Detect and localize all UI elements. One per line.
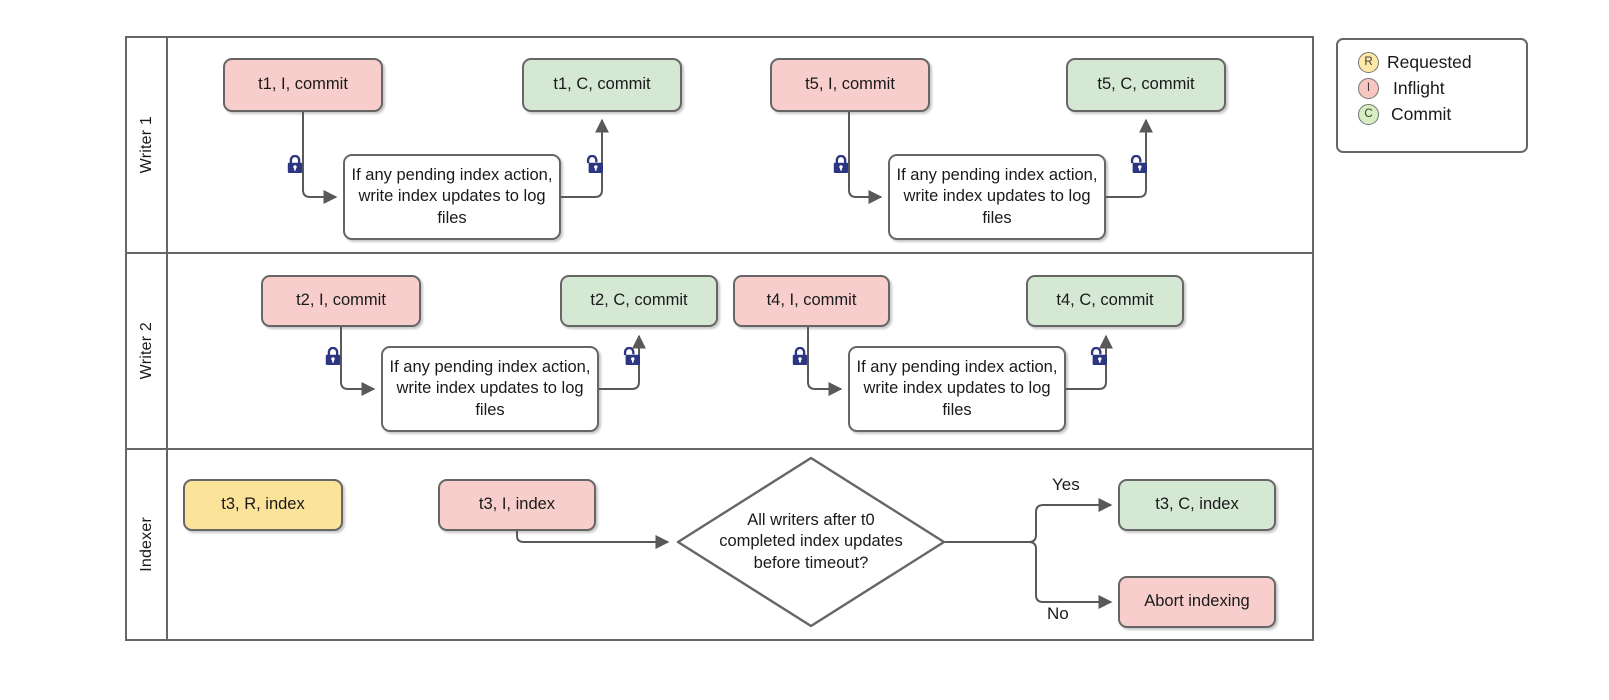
lane-indexer: Indexer t3, R, index t3, I, index t3, C,… (127, 450, 1312, 639)
lane-label-writer-2: Writer 2 (137, 322, 155, 380)
node-indexer-t3-inflight[interactable]: t3, I, index (438, 479, 596, 531)
node-w2-t4-commit[interactable]: t4, C, commit (1026, 275, 1184, 327)
legend-label-requested: Requested (1387, 51, 1472, 72)
badge-commit-icon: C (1358, 103, 1379, 125)
lane-label-indexer: Indexer (137, 517, 155, 572)
edge-label-no: No (1047, 604, 1069, 623)
lane-body-writer-2: t2, I, commit t2, C, commit t4, I, commi… (168, 254, 1312, 448)
node-w1-t1-commit[interactable]: t1, C, commit (522, 58, 682, 112)
node-indexer-t3-commit[interactable]: t3, C, index (1118, 479, 1276, 531)
node-w1-t5-inflight[interactable]: t5, I, commit (770, 58, 930, 112)
lane-header-indexer: Indexer (127, 450, 168, 639)
node-w1-t1-inflight[interactable]: t1, I, commit (223, 58, 383, 112)
node-w1-process-b[interactable]: If any pending index action, write index… (888, 154, 1106, 240)
lock-open-icon (622, 346, 640, 366)
swimlane-frame: Writer 1 t1, I, commit t1, C, commit t5,… (125, 36, 1314, 641)
lock-closed-icon (832, 154, 850, 174)
legend-item-requested: R Requested (1338, 49, 1526, 75)
node-indexer-t3-requested[interactable]: t3, R, index (183, 479, 343, 531)
lane-body-indexer: t3, R, index t3, I, index t3, C, index A… (168, 450, 1312, 639)
node-w1-process-a[interactable]: If any pending index action, write index… (343, 154, 561, 240)
node-w2-process-b[interactable]: If any pending index action, write index… (848, 346, 1066, 432)
badge-inflight-icon: I (1358, 77, 1379, 99)
legend-panel: R Requested I Inflight C Commit (1336, 38, 1528, 153)
lane-label-writer-1: Writer 1 (137, 116, 155, 174)
lane-writer-1: Writer 1 t1, I, commit t1, C, commit t5,… (127, 38, 1312, 254)
node-w2-t4-inflight[interactable]: t4, I, commit (733, 275, 890, 327)
lock-closed-icon (324, 346, 342, 366)
node-w2-t2-inflight[interactable]: t2, I, commit (261, 275, 421, 327)
edge-label-yes: Yes (1052, 475, 1080, 494)
legend-label-commit: Commit (1391, 103, 1452, 124)
lane-writer-2: Writer 2 t2, I, commit t2, C, commit t4,… (127, 254, 1312, 450)
decision-label: All writers after t0 completed index upd… (719, 510, 903, 572)
lock-open-icon (585, 154, 603, 174)
legend-item-commit: C Commit (1338, 101, 1526, 127)
lane-body-writer-1: t1, I, commit t1, C, commit t5, I, commi… (168, 38, 1312, 252)
badge-requested-icon: R (1358, 51, 1379, 73)
node-w1-t5-commit[interactable]: t5, C, commit (1066, 58, 1226, 112)
lock-open-icon (1089, 346, 1107, 366)
node-w2-t2-commit[interactable]: t2, C, commit (560, 275, 718, 327)
node-w2-process-a[interactable]: If any pending index action, write index… (381, 346, 599, 432)
lock-closed-icon (791, 346, 809, 366)
node-indexer-abort[interactable]: Abort indexing (1118, 576, 1276, 628)
legend-item-inflight: I Inflight (1338, 75, 1526, 101)
lane-header-writer-2: Writer 2 (127, 254, 168, 448)
legend-label-inflight: Inflight (1393, 77, 1445, 98)
lock-open-icon (1129, 154, 1147, 174)
node-indexer-decision[interactable]: All writers after t0 completed index upd… (675, 455, 947, 629)
lock-closed-icon (286, 154, 304, 174)
lane-header-writer-1: Writer 1 (127, 38, 168, 252)
